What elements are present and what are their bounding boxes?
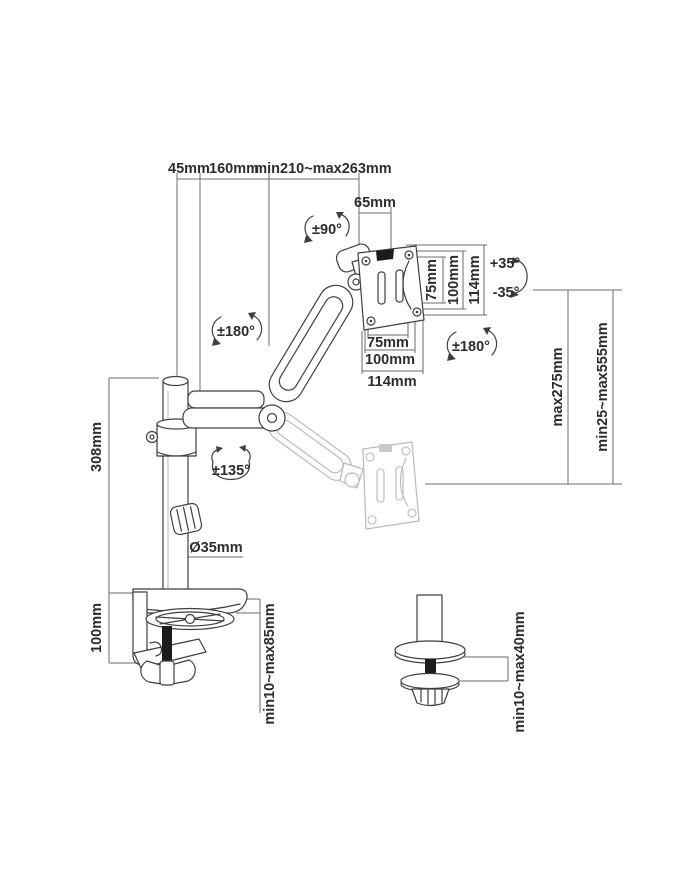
dim-reach: min210~max263mm [254, 161, 391, 177]
dim-max275: max275mm [550, 348, 566, 427]
upper-link-arm [187, 390, 265, 409]
grommet-bottom-disc [400, 672, 460, 690]
angle-180-arm: ±180° [217, 324, 255, 340]
gas-spring-arm [268, 284, 354, 403]
dim-vesa-h75: 75mm [367, 335, 409, 351]
dim-308mm: 308mm [89, 422, 105, 472]
angle-symbols [211, 212, 528, 481]
rotation-arrow-135 [211, 445, 251, 481]
vesa-plate-outline [357, 245, 425, 331]
tilt-arrow [510, 257, 528, 298]
rotation-arrow-180-arm [211, 312, 263, 346]
grommet-top-disc [394, 640, 466, 660]
dim-grommet-thickness: min10~max40mm [512, 611, 528, 732]
dim-vesa-v114: 114mm [467, 255, 483, 304]
desk-clamp [132, 588, 248, 686]
clamp-screw [162, 626, 172, 666]
dimension-lines [108, 173, 622, 713]
angle-90: ±90° [312, 222, 342, 238]
dim-min25-max555: min25~max555mm [595, 322, 611, 451]
dim-clamp-thickness: min10~max85mm [262, 603, 278, 724]
dim-45mm: 45mm [168, 161, 210, 177]
height-adjust-knob [169, 502, 203, 536]
arm-assembly [182, 243, 379, 432]
rotation-arrow-180-head [446, 327, 498, 361]
dim-vesa-v75: 75mm [424, 259, 440, 301]
ghost-vesa-plate [362, 441, 420, 530]
dim-65mm: 65mm [354, 195, 396, 211]
dim-vesa-v100: 100mm [446, 255, 462, 305]
pole-assembly [145, 375, 203, 598]
dimension-labels: 45mm 160mm min210~max263mm 65mm 75mm 100… [89, 161, 611, 733]
dim-vesa-h114: 114mm [367, 374, 416, 390]
vesa-plate [357, 245, 425, 331]
ghost-arm-lowered-position [268, 412, 420, 530]
angle-135: ±135° [212, 463, 250, 479]
grommet-screw [425, 659, 436, 682]
angle-tilt-up: +35° [490, 256, 521, 272]
dim-vesa-h100: 100mm [365, 352, 415, 368]
pole-top-cap [162, 375, 189, 387]
dim-clamp-100mm: 100mm [89, 603, 105, 653]
quick-release-clip [376, 249, 394, 261]
collar-lock-knob [145, 430, 159, 444]
grommet-claw-nut [411, 688, 450, 707]
angle-180-head: ±180° [452, 339, 490, 355]
angle-labels: ±90° ±180° ±135° ±180° +35° -35° [212, 222, 520, 479]
rotation-arrow-90 [304, 212, 350, 243]
elbow-joint [258, 404, 286, 432]
dim-160mm: 160mm [209, 161, 259, 177]
dim-pole-diameter: Ø35mm [189, 540, 242, 556]
grommet-mount [394, 594, 466, 707]
grommet-pole [416, 594, 443, 648]
angle-tilt-down: -35° [493, 285, 520, 301]
